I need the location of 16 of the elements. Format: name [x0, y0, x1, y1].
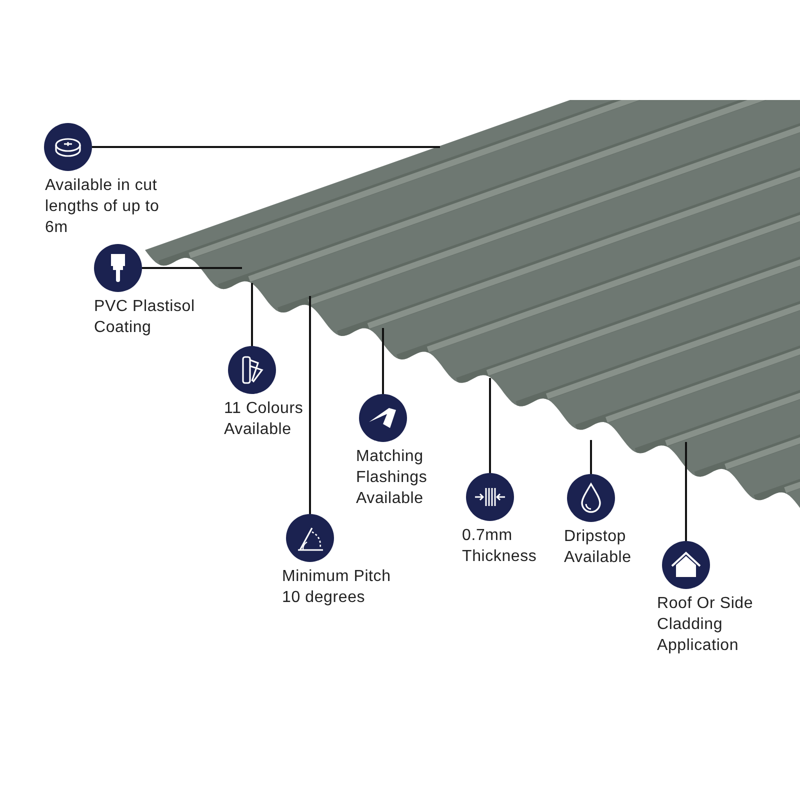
feature-text: 0.7mm Thickness: [462, 526, 538, 567]
leader-line: [251, 283, 253, 346]
feature-text: Minimum Pitch 10 degrees: [282, 567, 392, 608]
leader-line: [685, 442, 687, 541]
leader-line: [142, 267, 242, 269]
feature-text: PVC Plastisol Coating: [94, 297, 196, 338]
leader-line: [382, 328, 384, 394]
leader-line: [309, 296, 311, 514]
feature-text: 11 Colours Available: [224, 399, 304, 440]
leader-line: [92, 146, 440, 148]
feature-text: Matching Flashings Available: [356, 447, 428, 509]
leader-line: [590, 440, 592, 474]
feature-text: Available in cut lengths of up to 6m: [45, 176, 160, 238]
feature-text: Roof Or Side Cladding Application: [657, 594, 754, 656]
leader-line: [489, 378, 491, 473]
feature-text: Dripstop Available: [564, 527, 632, 568]
